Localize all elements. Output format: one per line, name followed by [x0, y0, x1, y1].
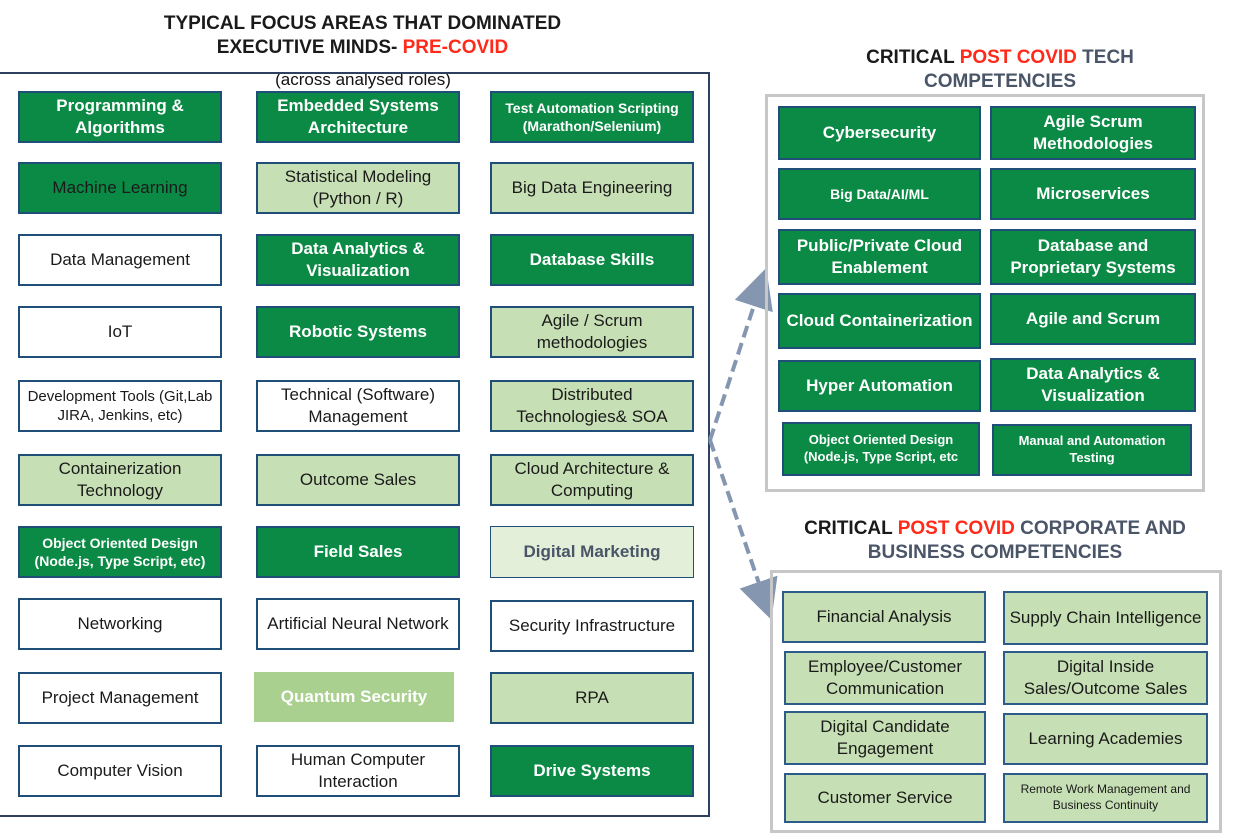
focus-area-box: Quantum Security	[254, 672, 454, 722]
focus-area-box: Human Computer Interaction	[256, 745, 460, 797]
focus-area-box: Database Skills	[490, 234, 694, 286]
focus-area-box: Statistical Modeling (Python / R)	[256, 162, 460, 214]
corporate-competency-box: Learning Academies	[1003, 713, 1208, 765]
tech-competency-box: Microservices	[990, 168, 1196, 220]
focus-area-box: Digital Marketing	[490, 526, 694, 578]
focus-area-box: Artificial Neural Network	[256, 598, 460, 650]
corporate-title-highlight: POST COVID	[897, 518, 1015, 539]
focus-area-box: Security Infrastructure	[490, 600, 694, 652]
left-title-line2: EXECUTIVE MINDS-	[216, 37, 403, 58]
left-subtitle: (across analysed roles)	[275, 70, 451, 89]
tech-title-highlight: POST COVID	[959, 47, 1077, 68]
tech-competency-box: Manual and Automation Testing	[992, 424, 1192, 476]
arrow-to-tech-competencies	[708, 267, 773, 441]
corporate-title-post: CORPORATE AND	[1014, 518, 1186, 539]
tech-competency-box: Cybersecurity	[778, 106, 981, 160]
corporate-competency-box: Customer Service	[784, 773, 986, 823]
focus-area-box: Object Oriented Design (Node.js, Type Sc…	[18, 526, 222, 578]
focus-area-box: Development Tools (Git,Lab JIRA, Jenkins…	[18, 380, 222, 432]
tech-competency-box: Hyper Automation	[778, 360, 981, 412]
focus-area-box: Machine Learning	[18, 162, 222, 214]
focus-area-box: Cloud Architecture & Computing	[490, 454, 694, 506]
corporate-competency-box: Employee/Customer Communication	[784, 651, 986, 705]
tech-title-post: TECH	[1076, 47, 1134, 68]
focus-area-box: Big Data Engineering	[490, 162, 694, 214]
tech-competency-box: Public/Private Cloud Enablement	[778, 229, 981, 285]
tech-title-pre: CRITICAL	[866, 47, 960, 68]
tech-competency-box: Cloud Containerization	[778, 293, 981, 349]
tech-competency-box: Database and Proprietary Systems	[990, 229, 1196, 285]
corporate-competencies-frame	[770, 570, 1222, 833]
focus-area-box: Project Management	[18, 672, 222, 724]
corporate-competency-box: Remote Work Management and Business Cont…	[1003, 773, 1208, 823]
left-title: TYPICAL FOCUS AREAS THAT DOMINATED EXECU…	[140, 12, 585, 60]
focus-area-box: Embedded Systems Architecture	[256, 91, 460, 143]
focus-area-box: Drive Systems	[490, 745, 694, 797]
corporate-competency-box: Supply Chain Intelligence	[1003, 591, 1208, 645]
focus-area-box: Distributed Technologies& SOA	[490, 380, 694, 432]
corporate-title-line2: BUSINESS COMPETENCIES	[867, 542, 1123, 563]
focus-area-box: RPA	[490, 672, 694, 724]
focus-area-box: Data Analytics & Visualization	[256, 234, 460, 286]
arrow-to-corporate-competencies	[708, 439, 778, 620]
tech-title-line2: COMPETENCIES	[923, 71, 1077, 92]
tech-title: CRITICAL POST COVID TECH COMPETENCIES	[820, 46, 1180, 94]
focus-area-box: Technical (Software) Management	[256, 380, 460, 432]
tech-competency-box: Agile Scrum Methodologies	[990, 106, 1196, 160]
focus-area-box: Outcome Sales	[256, 454, 460, 506]
tech-competency-box: Big Data/AI/ML	[778, 168, 981, 220]
corporate-title-pre: CRITICAL	[804, 518, 898, 539]
focus-area-box: Programming & Algorithms	[18, 91, 222, 143]
corporate-competency-box: Digital Inside Sales/Outcome Sales	[1003, 651, 1208, 705]
focus-area-box: Networking	[18, 598, 222, 650]
corporate-competency-box: Digital Candidate Engagement	[784, 711, 986, 765]
focus-area-box: Computer Vision	[18, 745, 222, 797]
focus-area-box: Containerization Technology	[18, 454, 222, 506]
left-title-line1: TYPICAL FOCUS AREAS THAT DOMINATED	[163, 13, 562, 34]
focus-area-box: Data Management	[18, 234, 222, 286]
tech-competency-box: Object Oriented Design (Node.js, Type Sc…	[782, 422, 980, 476]
tech-competencies-frame	[765, 94, 1205, 492]
corporate-competency-box: Financial Analysis	[782, 591, 986, 643]
focus-area-box: Agile / Scrum methodologies	[490, 306, 694, 358]
tech-competency-box: Agile and Scrum	[990, 293, 1196, 345]
focus-area-box: Field Sales	[256, 526, 460, 578]
focus-area-box: IoT	[18, 306, 222, 358]
corporate-title: CRITICAL POST COVID CORPORATE AND BUSINE…	[780, 517, 1210, 565]
left-title-highlight: PRE-COVID	[402, 37, 509, 58]
focus-area-box: Test Automation Scripting (Marathon/Sele…	[490, 91, 694, 143]
tech-competency-box: Data Analytics & Visualization	[990, 358, 1196, 412]
focus-area-box: Robotic Systems	[256, 306, 460, 358]
